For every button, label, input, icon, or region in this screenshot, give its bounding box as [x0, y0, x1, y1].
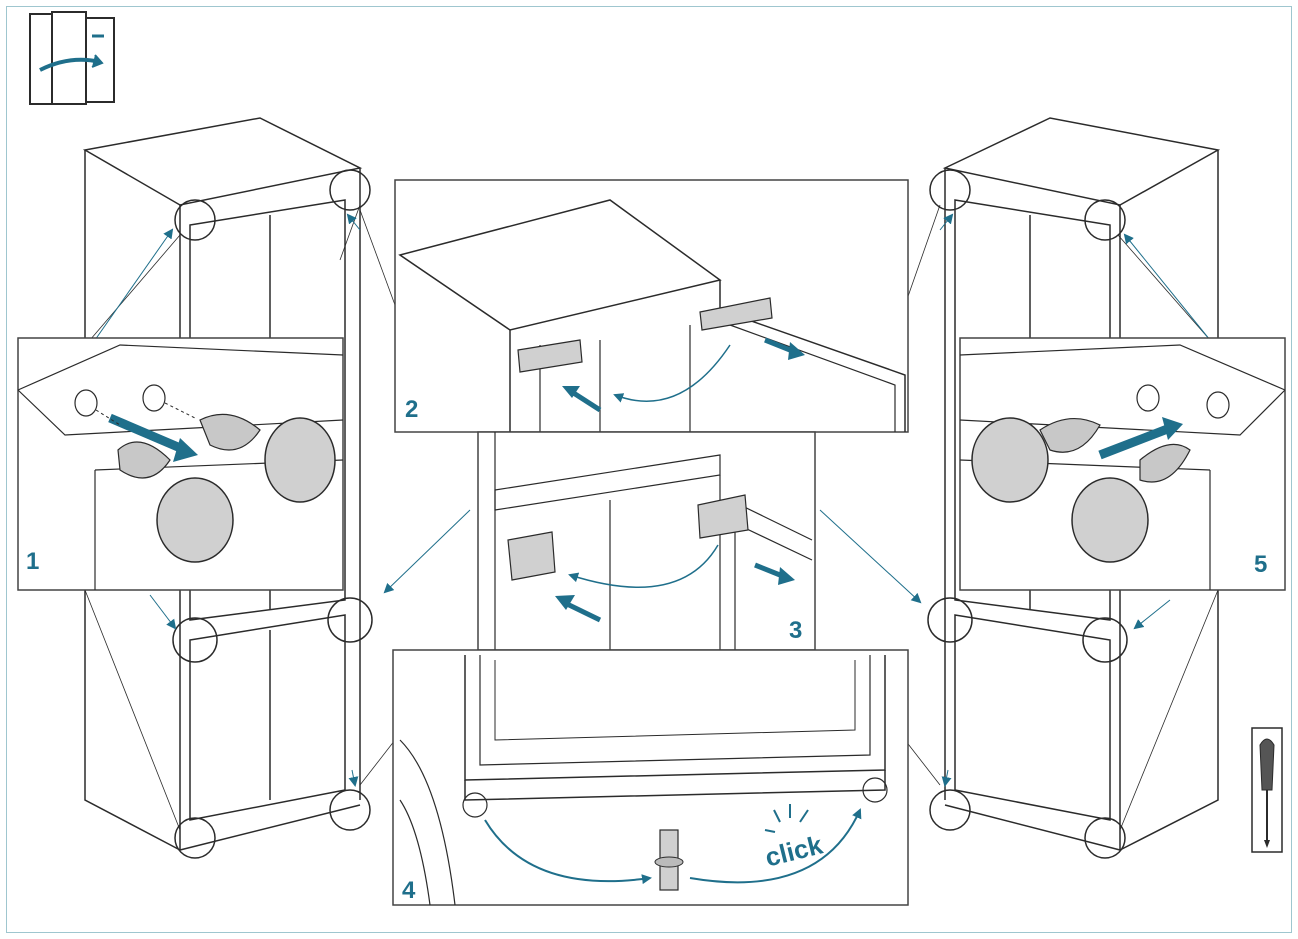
step-number-5: 5	[1254, 551, 1268, 578]
callout-arrows	[94, 213, 1211, 787]
step-number-4: 4	[402, 877, 416, 904]
panel-step-5	[959, 337, 1286, 591]
screwdriver-icon	[1251, 727, 1283, 853]
step-number-1: 1	[26, 548, 40, 575]
door-reversal-icon	[29, 11, 115, 105]
panel-step-3	[477, 431, 816, 651]
panel-step-1	[17, 337, 344, 591]
panel-step-2	[394, 179, 909, 433]
diagram-frame	[6, 6, 1292, 933]
step-number-2: 2	[405, 396, 419, 423]
step-number-3: 3	[789, 617, 803, 644]
panel-step-4	[392, 649, 909, 906]
